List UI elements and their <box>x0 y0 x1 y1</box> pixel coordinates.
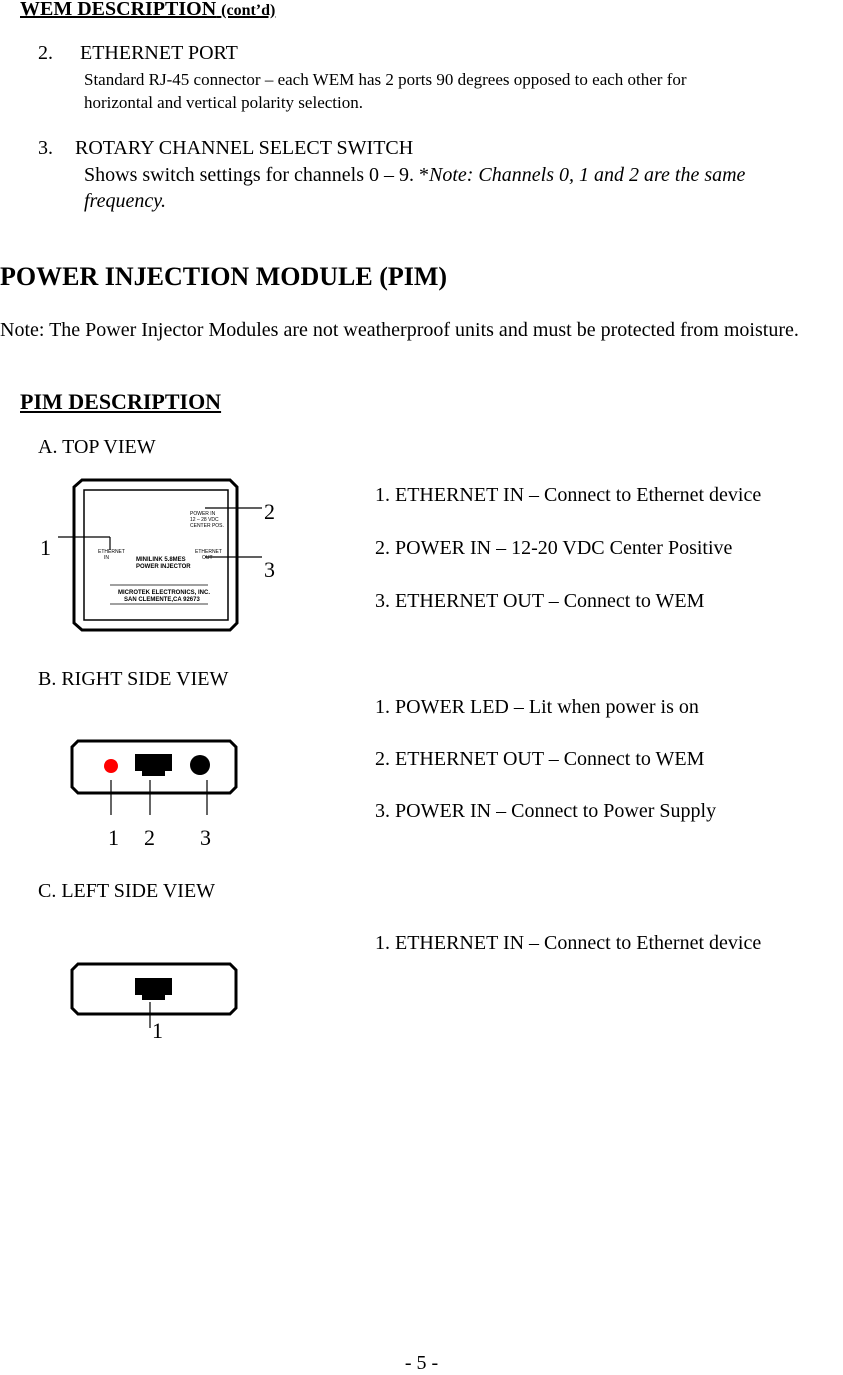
ethernet-in-port <box>135 978 172 1000</box>
item-2-text-line1: Standard RJ-45 connector – each WEM has … <box>84 70 687 89</box>
item-3-text-line1: Shows switch settings for channels 0 – 9… <box>84 164 745 187</box>
item-3-text-note: Note: Channels 0, 1 and 2 are the same <box>428 164 746 186</box>
right-view-callout-1: 1 <box>108 825 119 850</box>
left-side-view-label: C. LEFT SIDE VIEW <box>38 880 216 902</box>
item-2-text-line2: horizontal and vertical polarity selecti… <box>84 93 363 112</box>
panel-ethernet-out-label: ETHERNET <box>195 549 222 555</box>
panel-maker-name: MICROTEK ELECTRONICS, INC. <box>118 590 210 596</box>
top-view-desc-3: 3. ETHERNET OUT – Connect to WEM <box>375 590 705 612</box>
pim-left-outline <box>70 962 238 1016</box>
panel-ethernet-in-label: ETHERNET <box>98 549 125 555</box>
top-view-desc-2: 2. POWER IN – 12-20 VDC Center Positive <box>375 537 733 559</box>
pim-heading: POWER INJECTION MODULE (PIM) <box>0 262 448 291</box>
right-view-desc-2: 2. ETHERNET OUT – Connect to WEM <box>375 748 705 770</box>
item-3-text-plain: Shows switch settings for channels 0 – 9… <box>84 164 429 186</box>
wem-heading-suffix: (cont’d) <box>221 2 276 19</box>
top-view-diagram: ETHERNET IN POWER IN 12 – 28 VDC CENTER … <box>40 478 275 632</box>
wem-heading-text: WEM DESCRIPTION <box>20 0 217 20</box>
top-view-label: A. TOP VIEW <box>38 436 156 458</box>
left-view-callout-1: 1 <box>152 1018 163 1043</box>
top-view-callout-3: 3 <box>264 557 275 582</box>
right-side-view-diagram: 1 2 3 <box>70 739 238 850</box>
panel-ethernet-in-label-2: IN <box>104 555 109 561</box>
top-view-desc-1: 1. ETHERNET IN – Connect to Ethernet dev… <box>375 484 762 506</box>
panel-product-name: MINILINK 5.8MES <box>136 557 186 563</box>
pim-top-outline <box>72 478 239 632</box>
item-3-number: 3. <box>38 137 53 159</box>
right-view-callout-3: 3 <box>200 825 211 850</box>
item-3-text-line2: frequency. <box>84 190 167 212</box>
left-side-view-diagram: 1 <box>70 962 238 1043</box>
ethernet-out-port <box>135 754 172 776</box>
item-3-title: ROTARY CHANNEL SELECT SWITCH <box>75 137 414 159</box>
power-in-jack <box>190 755 210 775</box>
pim-description-heading: PIM DESCRIPTION <box>20 389 222 414</box>
right-view-desc-3: 3. POWER IN – Connect to Power Supply <box>375 800 717 822</box>
panel-maker-address: SAN CLEMENTE,CA 92673 <box>124 597 200 603</box>
panel-product-type: POWER INJECTOR <box>136 564 191 570</box>
panel-ethernet-out-label-2: OUT <box>202 555 213 561</box>
right-side-view-label: B. RIGHT SIDE VIEW <box>38 668 229 690</box>
item-2-title: ETHERNET PORT <box>80 42 238 64</box>
pim-top-panel <box>83 489 229 621</box>
panel-power-in-label: POWER IN <box>190 511 216 517</box>
panel-power-in-volts: 12 – 28 VDC <box>190 517 219 523</box>
right-view-desc-1: 1. POWER LED – Lit when power is on <box>375 696 699 718</box>
pim-right-outline <box>70 739 238 795</box>
right-view-callout-2: 2 <box>144 825 155 850</box>
power-led <box>104 759 118 773</box>
page-number: - 5 - <box>404 1352 439 1374</box>
top-view-callout-2: 2 <box>264 499 275 524</box>
pim-note: Note: The Power Injector Modules are not… <box>0 319 799 341</box>
wem-description-heading: WEM DESCRIPTION (cont’d) <box>20 0 275 21</box>
item-2-number: 2. <box>38 42 53 64</box>
top-view-callout-1: 1 <box>40 535 51 560</box>
panel-power-in-polarity: CENTER POS. <box>190 523 224 529</box>
left-view-desc-1: 1. ETHERNET IN – Connect to Ethernet dev… <box>375 932 762 954</box>
